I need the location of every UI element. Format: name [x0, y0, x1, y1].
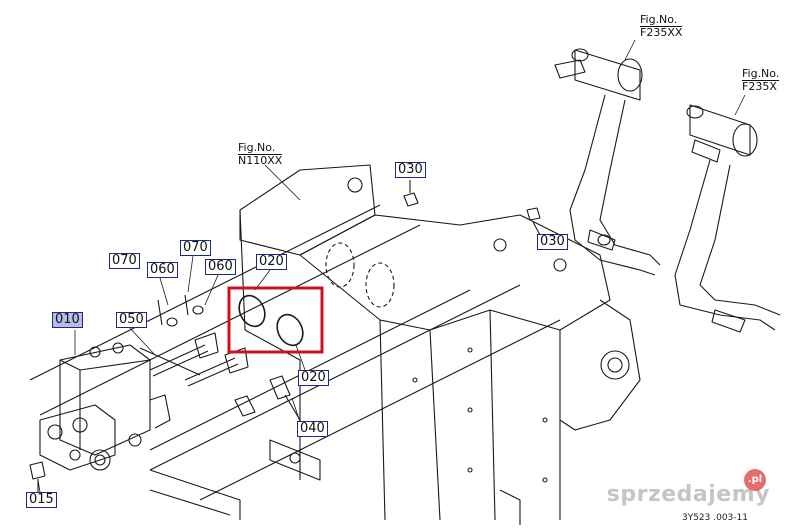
pins-and-washers — [157, 294, 204, 327]
fig-ref-number: N110XX — [238, 154, 283, 167]
part-tag-070-right[interactable]: 070 — [180, 240, 211, 256]
part-tag-030-right[interactable]: 030 — [537, 234, 568, 250]
part-tag-050[interactable]: 050 — [116, 312, 147, 328]
highlight-frame — [227, 286, 324, 354]
part-tag-070-left[interactable]: 070 — [109, 253, 140, 269]
chassis-frame — [149, 164, 641, 525]
part-tag-020-upper[interactable]: 020 — [256, 254, 287, 270]
fig-ref-label: Fig.No. — [742, 67, 780, 80]
fig-ref-number: F235XX — [640, 26, 683, 39]
fig-ref-label: Fig.No. — [238, 141, 276, 154]
part-tag-040[interactable]: 040 — [297, 421, 328, 437]
watermark-badge: .pl — [744, 469, 766, 491]
nuts-030 — [403, 180, 541, 236]
part-tag-060-right[interactable]: 060 — [205, 259, 236, 275]
fig-ref-number: F235X — [742, 80, 780, 93]
fig-ref-frame: Fig.No. N110XX — [238, 141, 283, 167]
valve-assembly — [39, 342, 171, 471]
part-tag-060-left[interactable]: 060 — [147, 262, 178, 278]
brake-pedal-1 — [554, 48, 661, 276]
part-tag-030-left[interactable]: 030 — [395, 162, 426, 178]
part-tag-015[interactable]: 015 — [26, 492, 57, 508]
fig-ref-pedal-1: Fig.No. F235XX — [640, 13, 683, 39]
fig-ref-pedal-2: Fig.No. F235X — [742, 67, 780, 93]
leader-lines — [37, 39, 746, 493]
part-tag-020-lower[interactable]: 020 — [298, 370, 329, 386]
plug-015 — [29, 461, 46, 492]
bolts-040 — [234, 375, 301, 421]
cross-shaft — [325, 242, 395, 308]
brake-pedal-2 — [674, 104, 781, 333]
watermark-logo: sprzedajemy — [606, 482, 770, 507]
fig-ref-label: Fig.No. — [640, 13, 678, 26]
o-rings-020 — [238, 294, 304, 347]
control-rods — [139, 332, 249, 387]
part-tag-010[interactable]: 010 — [52, 312, 83, 328]
drawing-code: 3Y523 .003-11 — [681, 513, 748, 523]
